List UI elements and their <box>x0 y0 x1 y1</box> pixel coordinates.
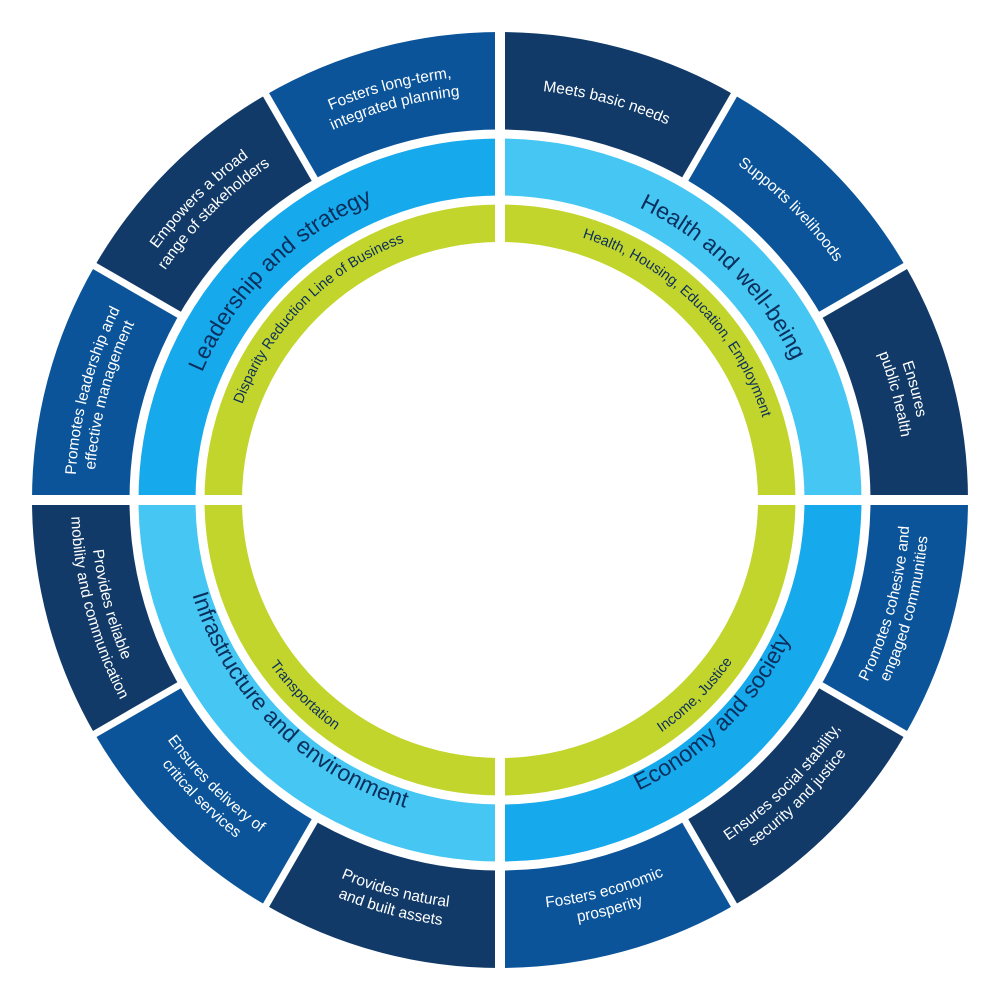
outer-segment <box>816 266 968 500</box>
ring-gap <box>195 195 805 805</box>
outer-segment <box>683 683 906 906</box>
gaps-layer <box>28 28 972 972</box>
segment-divider <box>679 815 740 911</box>
segment-divider <box>679 89 740 185</box>
outer-segment <box>266 32 500 184</box>
inner-ring-segment <box>200 200 500 500</box>
inner-ring-segment <box>200 500 500 800</box>
ring-gap <box>129 129 871 871</box>
outer-segment <box>500 816 734 968</box>
segment-divider <box>89 260 185 321</box>
segment-divider <box>89 679 185 740</box>
outer-segment <box>816 500 968 734</box>
rings-layer <box>32 32 968 968</box>
segment-divider <box>815 260 911 321</box>
quadrant-band <box>500 136 864 500</box>
outer-segment <box>94 683 318 906</box>
inner-ring-segment <box>500 500 800 800</box>
segment-divider <box>260 815 321 911</box>
outer-segment <box>94 94 318 318</box>
outer-segment <box>500 32 734 184</box>
quadrant-band <box>136 500 500 864</box>
quadrant-band <box>500 500 864 864</box>
inner-ring-segment <box>500 200 800 500</box>
outer-segment <box>32 266 184 500</box>
quadrant-band <box>136 136 500 500</box>
outer-segment <box>266 816 500 968</box>
outer-segment <box>32 500 184 734</box>
segment-divider <box>260 89 321 185</box>
segment-divider <box>815 679 911 740</box>
outer-segment <box>683 94 906 318</box>
